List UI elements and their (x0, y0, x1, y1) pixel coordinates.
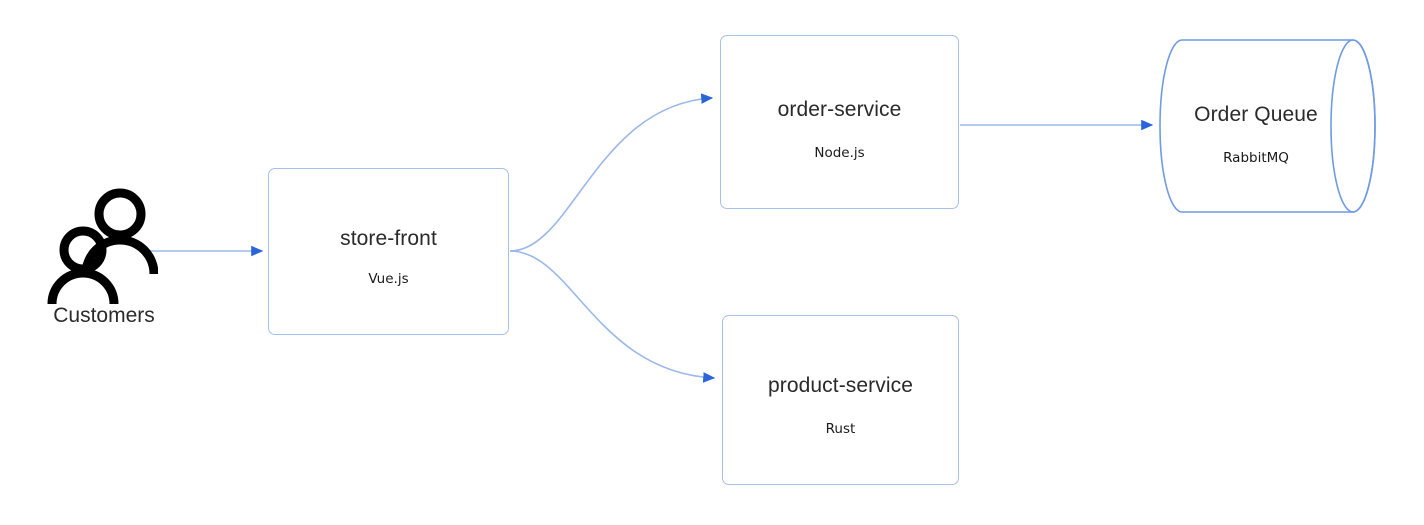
cylinder-shape-icon (1159, 39, 1376, 213)
node-order-queue-title: Order Queue (1194, 103, 1318, 126)
node-store-front-subtitle: Vue.js (368, 271, 409, 287)
edge-store-front-to-order-service (509, 93, 714, 252)
two-people-icon (47, 188, 158, 304)
node-product-service-subtitle: Rust (825, 421, 856, 437)
node-order-service-subtitle: Node.js (814, 145, 865, 161)
node-store-front-title: store-front (340, 227, 437, 250)
node-order-service-title: order-service (777, 98, 902, 121)
node-customers-label: Customers (53, 304, 155, 327)
node-product-service-title: product-service (767, 374, 914, 397)
node-product-service[interactable]: product-service Rust (722, 315, 959, 485)
node-customers[interactable]: Customers (36, 186, 172, 336)
node-order-queue[interactable]: Order Queue RabbitMQ (1158, 36, 1378, 216)
node-order-service[interactable]: order-service Node.js (720, 35, 959, 209)
node-order-queue-subtitle: RabbitMQ (1223, 150, 1289, 166)
edge-store-front-to-product-service (509, 250, 716, 383)
node-store-front[interactable]: store-front Vue.js (268, 168, 509, 335)
